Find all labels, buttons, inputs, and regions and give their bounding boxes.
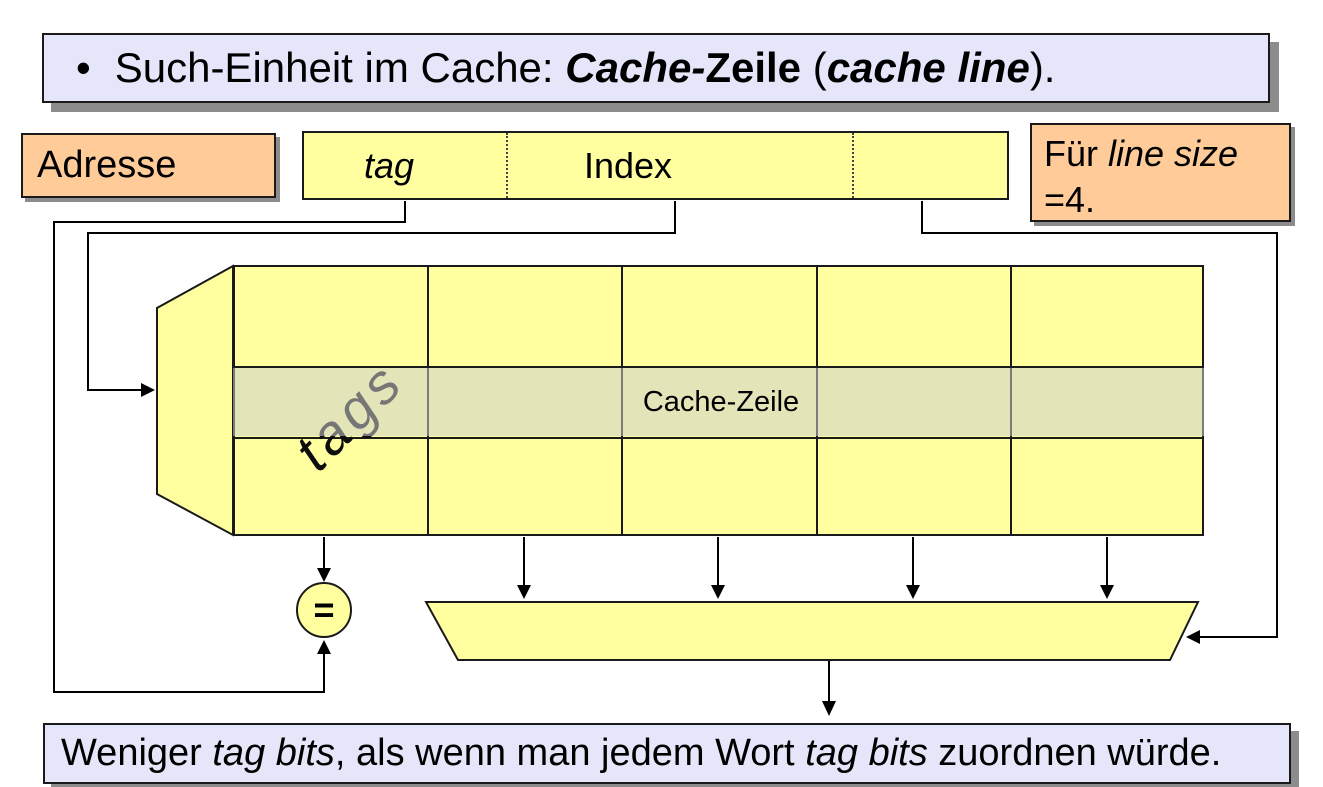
address-field-tag: tag [363,144,415,186]
title-box: • Such-Einheit im Cache: Cache-Zeile (ca… [42,33,1270,103]
column3-arrowhead [711,585,725,599]
offset-wire-arrowhead [1186,630,1200,644]
decoder-wedge-shape [156,264,234,537]
field-separator-2 [852,133,854,198]
offset-wire [921,201,1278,638]
cache-line-highlight [233,368,1204,436]
index-wire [87,201,676,391]
footer-text: Weniger tag bits, als wenn man jedem Wor… [61,732,1222,774]
multiplexer-shape [424,601,1200,661]
tagcolumn-arrowhead [317,568,331,582]
line-size-note-text: Für line size=4. [1044,133,1239,221]
index-wire-arrowhead [141,383,155,397]
grid-hline-1 [235,366,1202,368]
mux-output-arrowhead [822,701,836,716]
column5-arrowhead [1100,585,1114,599]
address-label: Adresse [37,144,177,186]
field-separator-1 [506,133,508,198]
grid-hline-2 [235,437,1202,439]
address-field-index: Index [583,144,673,186]
footer-box: Weniger tag bits, als wenn man jedem Wor… [43,723,1291,784]
tag-wire [53,201,406,693]
comparator-equals-label: = [313,589,335,630]
address-label-box: Adresse [21,133,276,198]
address-field-bar: tag Index [302,131,1009,200]
bullet-icon: • [76,44,91,91]
column4-arrowhead [906,585,920,599]
column2-arrowhead [517,585,531,599]
line-size-note-box: Für line size=4. [1030,123,1291,222]
tag-wire-arrowhead [317,640,331,654]
title-text: Such-Einheit im Cache: Cache-Zeile (cach… [114,44,1056,91]
cache-line-label: Cache-Zeile [642,385,800,418]
comparator-circle [296,582,352,638]
